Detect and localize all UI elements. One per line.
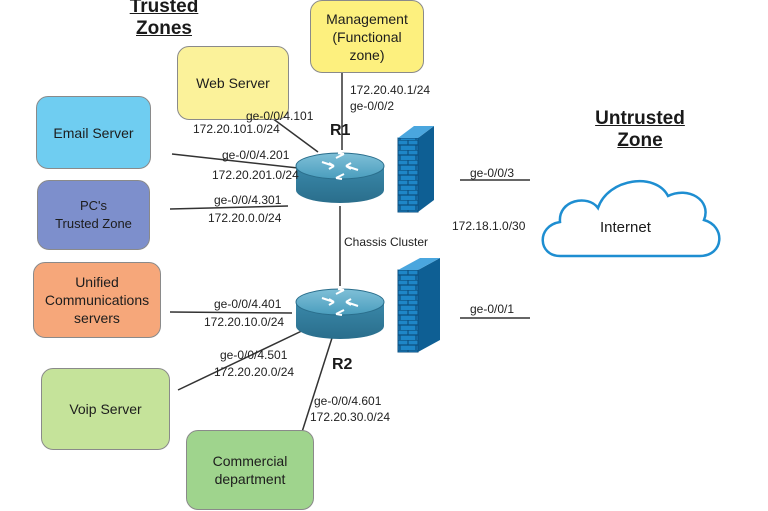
router-r1-icon[interactable] xyxy=(295,152,385,203)
trusted-zones-title: Trusted Zones xyxy=(129,0,199,39)
wan-net-label: 172.18.1.0/30 xyxy=(452,219,526,233)
email-if-label: ge-0/0/4.201 xyxy=(222,148,290,162)
uc-net-label: 172.20.10.0/24 xyxy=(204,315,285,329)
management-box[interactable]: Management (Functional zone) xyxy=(310,0,424,73)
voip-server-box[interactable]: Voip Server xyxy=(41,368,170,450)
router-r2-label: R2 xyxy=(332,356,353,373)
web-if-label: ge-0/0/4.101 xyxy=(246,109,314,123)
voip-net-label: 172.20.20.0/24 xyxy=(214,365,295,379)
pc-if-label: ge-0/0/4.301 xyxy=(214,193,282,207)
email-server-box[interactable]: Email Server xyxy=(36,96,151,169)
internet-cloud-icon xyxy=(541,180,721,258)
chassis-cluster-label: Chassis Cluster xyxy=(344,235,429,249)
pc-net-label: 172.20.0.0/24 xyxy=(208,211,282,225)
web-server-box[interactable]: Web Server xyxy=(177,46,289,120)
com-if-label: ge-0/0/4.601 xyxy=(314,394,382,408)
untrusted-zone-title: Untrusted Zone xyxy=(595,108,685,151)
link-voip xyxy=(177,327,309,391)
voip-if-label: ge-0/0/4.501 xyxy=(220,348,288,362)
firewall-1-icon xyxy=(397,126,434,213)
link-commercial xyxy=(301,337,333,433)
firewall-2-icon xyxy=(397,258,440,353)
links xyxy=(169,73,530,433)
pcs-trusted-zone-box[interactable]: PC's Trusted Zone xyxy=(37,180,150,250)
com-net-label: 172.20.30.0/24 xyxy=(310,410,391,424)
email-net-label: 172.20.201.0/24 xyxy=(212,168,299,182)
mgmt-ip-label: 172.20.40.1/24 xyxy=(350,83,431,97)
link-pcs xyxy=(169,205,289,210)
commercial-department-box[interactable]: Commercial department xyxy=(186,430,314,510)
mgmt-if-label: ge-0/0/2 xyxy=(350,99,395,113)
router-r1-label: R1 xyxy=(330,122,351,139)
web-net-label: 172.20.101.0/24 xyxy=(193,122,280,136)
r1-wan-if-label: ge-0/0/3 xyxy=(470,166,515,180)
internet-label: Internet xyxy=(600,219,651,236)
unified-communications-box[interactable]: Unified Communications servers xyxy=(33,262,161,338)
link-unified xyxy=(169,311,293,314)
link-web xyxy=(271,117,319,153)
link-email xyxy=(171,153,299,169)
router-r2-icon[interactable] xyxy=(295,288,385,339)
r2-wan-if-label: ge-0/0/1 xyxy=(470,302,515,316)
uc-if-label: ge-0/0/4.401 xyxy=(214,297,282,311)
